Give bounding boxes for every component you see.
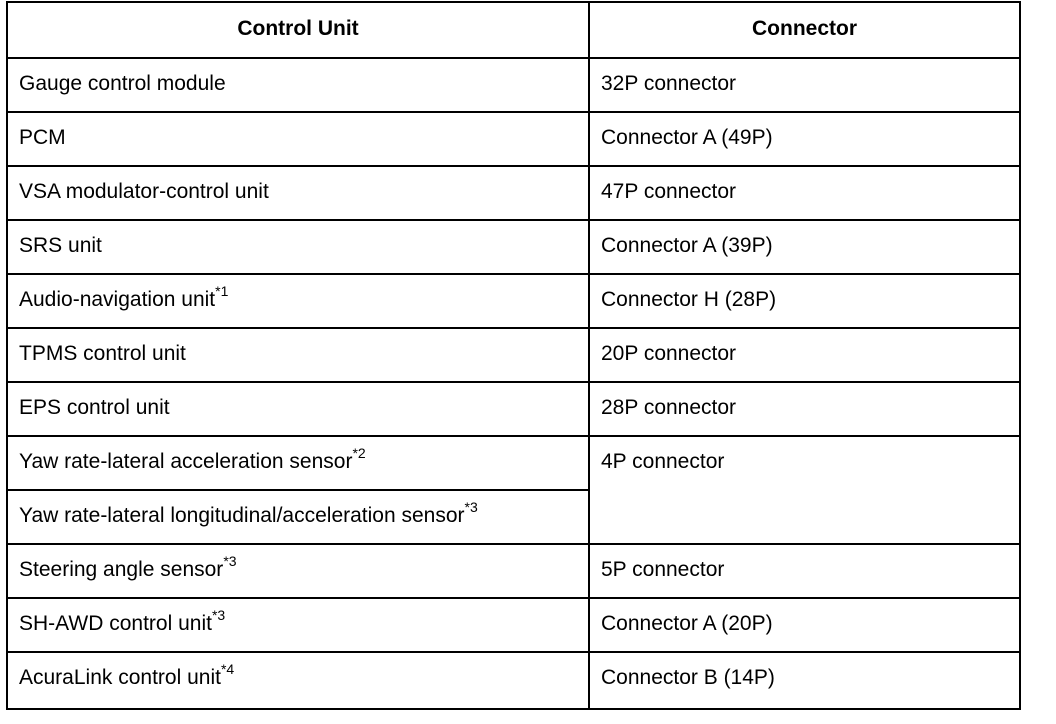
table-row: Steering angle sensor*3 5P connector <box>6 543 1021 599</box>
control-unit-name: SRS unit <box>19 234 102 257</box>
table-row: Gauge control module 32P connector <box>6 57 1021 113</box>
control-unit-cell: Gauge control module <box>6 57 590 113</box>
table-row: VSA modulator-control unit 47P connector <box>6 165 1021 221</box>
control-unit-name: AcuraLink control unit <box>19 666 221 689</box>
connector-cell: 28P connector <box>588 381 1021 437</box>
control-unit-cell: Yaw rate-lateral acceleration sensor*2 <box>6 435 590 491</box>
header-row: Control Unit Connector <box>6 1 1021 59</box>
control-unit-cell: Yaw rate-lateral longitudinal/accelerati… <box>6 489 590 545</box>
control-unit-cell: TPMS control unit <box>6 327 590 383</box>
control-unit-name: TPMS control unit <box>19 342 186 365</box>
connector-cell: 32P connector <box>588 57 1021 113</box>
header-connector: Connector <box>588 1 1021 59</box>
connector-cell: 5P connector <box>588 543 1021 599</box>
table-row: Yaw rate-lateral longitudinal/accelerati… <box>6 489 1020 545</box>
control-unit-name: Gauge control module <box>19 72 226 95</box>
control-unit-cell: PCM <box>6 111 590 167</box>
control-unit-cell: VSA modulator-control unit <box>6 165 590 221</box>
header-control-unit: Control Unit <box>6 1 590 59</box>
table-row: SRS unit Connector A (39P) <box>6 219 1021 275</box>
control-unit-name: Audio-navigation unit <box>19 288 216 311</box>
control-unit-name: Yaw rate-lateral longitudinal/accelerati… <box>19 504 465 527</box>
connector-cell: 4P connector <box>588 435 1021 545</box>
footnote-marker: *3 <box>223 553 237 569</box>
footnote-marker: *2 <box>352 445 366 461</box>
table-row: PCM Connector A (49P) <box>6 111 1021 167</box>
control-unit-name: PCM <box>19 126 66 149</box>
connector-table: Control Unit Connector Gauge control mod… <box>6 1 1021 710</box>
connector-cell: Connector H (28P) <box>588 273 1021 329</box>
control-unit-cell: SRS unit <box>6 219 590 275</box>
table-row: TPMS control unit 20P connector <box>6 327 1021 383</box>
footnote-marker: *3 <box>464 499 478 515</box>
control-unit-cell: SH-AWD control unit*3 <box>6 597 590 653</box>
control-unit-name: VSA modulator-control unit <box>19 180 269 203</box>
table-row: SH-AWD control unit*3 Connector A (20P) <box>6 597 1021 653</box>
table-row: EPS control unit 28P connector <box>6 381 1021 437</box>
control-unit-name: EPS control unit <box>19 396 170 419</box>
connector-cell: 47P connector <box>588 165 1021 221</box>
connector-cell: Connector A (20P) <box>588 597 1021 653</box>
connector-cell: Connector A (39P) <box>588 219 1021 275</box>
connector-cell: Connector B (14P) <box>588 651 1021 710</box>
footnote-marker: *4 <box>220 661 235 677</box>
table-row: Audio-navigation unit*1 Connector H (28P… <box>6 273 1021 329</box>
control-unit-cell: Audio-navigation unit*1 <box>6 273 590 329</box>
table-row: AcuraLink control unit*4 Connector B (14… <box>6 651 1021 710</box>
control-unit-cell: EPS control unit <box>6 381 590 437</box>
control-unit-name: Steering angle sensor <box>19 558 224 581</box>
control-unit-cell: Steering angle sensor*3 <box>6 543 590 599</box>
connector-cell: 20P connector <box>588 327 1021 383</box>
footnote-marker: *1 <box>215 283 229 299</box>
connector-cell: Connector A (49P) <box>588 111 1021 167</box>
control-unit-cell: AcuraLink control unit*4 <box>6 651 590 710</box>
control-unit-name: SH-AWD control unit <box>19 612 212 635</box>
control-unit-name: Yaw rate-lateral acceleration sensor <box>19 450 353 473</box>
table-row: Yaw rate-lateral acceleration sensor*2 4… <box>6 435 1021 545</box>
footnote-marker: *3 <box>211 607 226 623</box>
